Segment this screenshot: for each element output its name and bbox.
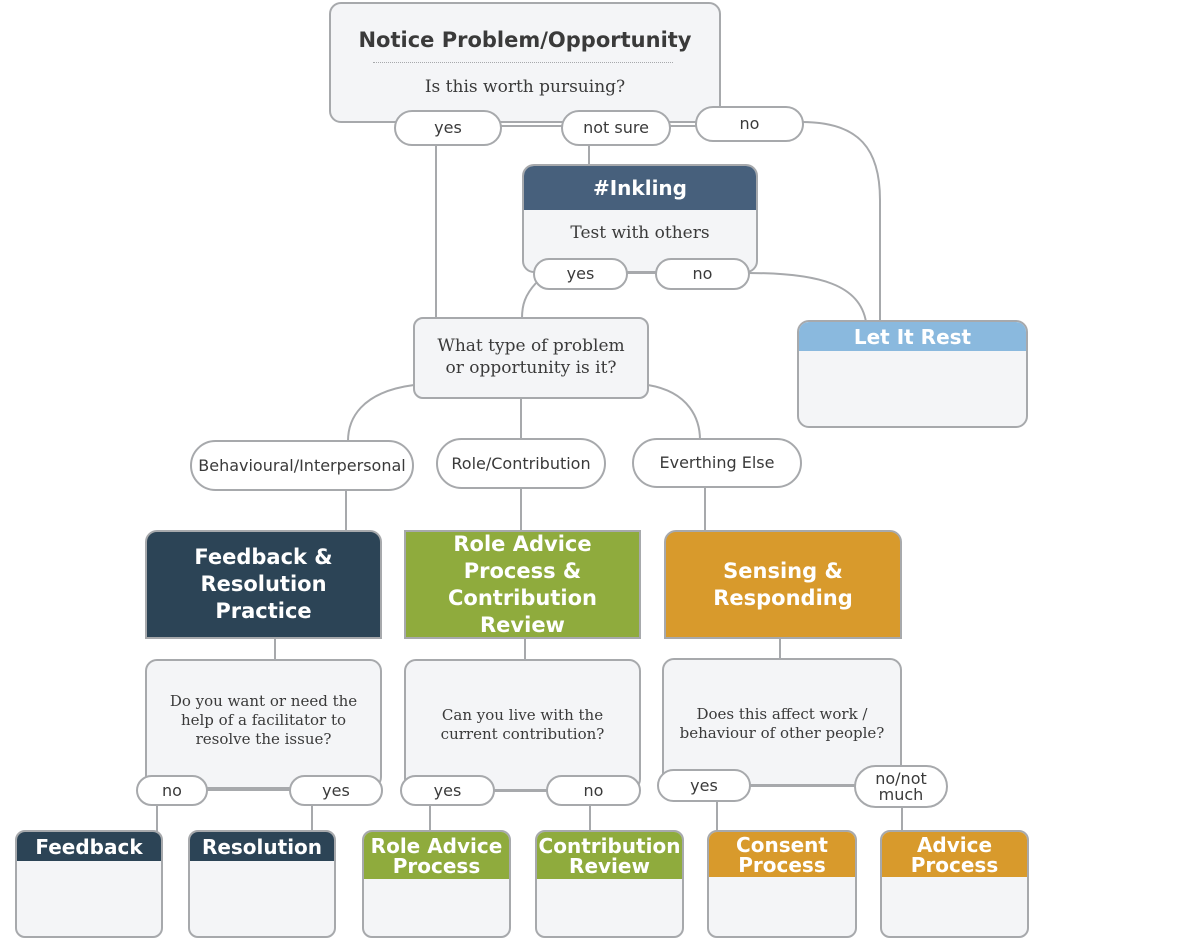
inkling-box: #Inkling Test with others xyxy=(522,164,758,273)
affect-yes-pill[interactable]: yes xyxy=(657,769,751,802)
type-question-box: What type of problem or opportunity is i… xyxy=(413,317,649,399)
livewith-no-pill[interactable]: no xyxy=(546,775,641,806)
feedback-outcome: Feedback xyxy=(15,830,163,938)
affect-q-line2: behaviour of other people? xyxy=(679,724,885,742)
advice-outcome-line2: Process xyxy=(910,852,999,877)
connector-no-to-rest xyxy=(801,121,881,322)
feedback-practice-line2: Resolution xyxy=(200,572,327,596)
advice-outcome-line1: Advice xyxy=(916,832,993,857)
role-advice-outcome-header: Role Advice Process xyxy=(364,832,509,879)
let-it-rest-box: Let It Rest xyxy=(797,320,1028,428)
connector-type-behavioural xyxy=(347,384,415,442)
category-behavioural-pill[interactable]: Behavioural/Interpersonal xyxy=(190,440,414,491)
role-practice-line3: Contribution Review xyxy=(448,585,597,637)
role-advice-outcome-line2: Process xyxy=(392,853,481,878)
feedback-practice-line1: Feedback & xyxy=(194,545,333,569)
role-advice-outcome: Role Advice Process xyxy=(362,830,511,938)
advice-outcome-header: Advice Process xyxy=(882,832,1027,877)
facilitator-q-line1: Do you want or need the xyxy=(169,692,358,710)
facilitator-no-pill[interactable]: no xyxy=(136,775,208,806)
sensing-practice-line2: Responding xyxy=(713,585,853,610)
affect-question-box: Does this affect work / behaviour of oth… xyxy=(662,658,902,786)
type-question-line1: What type of problem xyxy=(437,336,625,356)
advice-outcome: Advice Process xyxy=(880,830,1029,938)
contribution-outcome-line2: Review xyxy=(569,853,650,878)
type-question-line2: or opportunity is it? xyxy=(445,358,617,378)
role-advice-outcome-line1: Role Advice xyxy=(370,833,503,858)
contribution-outcome-line1: Contribution xyxy=(538,833,681,858)
consent-outcome: Consent Process xyxy=(707,830,857,938)
affect-no-line1: no/not xyxy=(875,768,927,788)
inkling-header: #Inkling xyxy=(524,166,756,210)
facilitator-yes-pill[interactable]: yes xyxy=(289,775,383,806)
top-yes-pill[interactable]: yes xyxy=(394,110,502,146)
contribution-outcome-header: Contribution Review xyxy=(537,832,682,879)
consent-outcome-header: Consent Process xyxy=(709,832,855,877)
resolution-outcome-title: Resolution xyxy=(201,834,323,859)
notice-divider xyxy=(373,62,673,63)
livewith-q-line1: Can you live with the xyxy=(441,706,604,724)
inkling-yes-pill[interactable]: yes xyxy=(533,258,628,290)
notice-title: Notice Problem/Opportunity xyxy=(358,28,692,52)
inkling-no-pill[interactable]: no xyxy=(655,258,750,290)
top-not-sure-pill[interactable]: not sure xyxy=(561,110,671,146)
livewith-yes-pill[interactable]: yes xyxy=(400,775,495,806)
facilitator-q-line2: help of a facilitator to xyxy=(180,711,347,729)
role-practice-line2: Process & xyxy=(463,558,582,583)
feedback-outcome-title: Feedback xyxy=(35,834,143,859)
sensing-practice-line1: Sensing & xyxy=(723,558,843,583)
connector-inkling-no xyxy=(747,272,867,323)
feedback-resolution-practice: Feedback & Resolution Practice xyxy=(145,530,382,639)
notice-question: Is this worth pursuing? xyxy=(424,77,626,97)
let-it-rest-header: Let It Rest xyxy=(799,322,1026,351)
livewith-question-box: Can you live with the current contributi… xyxy=(404,659,641,791)
sensing-responding-practice: Sensing & Responding xyxy=(664,530,902,639)
feedback-outcome-header: Feedback xyxy=(17,832,161,861)
inkling-question: Test with others xyxy=(570,223,710,243)
role-advice-practice: Role Advice Process & Contribution Revie… xyxy=(404,530,641,639)
affect-no-not-much-pill[interactable]: no/not much xyxy=(854,765,948,808)
resolution-outcome-header: Resolution xyxy=(190,832,334,861)
consent-outcome-line1: Consent xyxy=(736,832,828,857)
category-role-pill[interactable]: Role/Contribution xyxy=(436,438,606,489)
resolution-outcome: Resolution xyxy=(188,830,336,938)
top-no-pill[interactable]: no xyxy=(695,106,804,142)
livewith-q-line2: current contribution? xyxy=(440,725,605,743)
contribution-outcome: Contribution Review xyxy=(535,830,684,938)
affect-q-line1: Does this affect work / xyxy=(696,705,868,723)
category-else-pill[interactable]: Everthing Else xyxy=(632,438,802,488)
consent-outcome-line2: Process xyxy=(738,852,826,877)
role-practice-line1: Role Advice xyxy=(453,531,592,556)
connector-inkling-yes xyxy=(521,282,537,319)
facilitator-question-box: Do you want or need the help of a facili… xyxy=(145,659,382,789)
affect-no-line2: much xyxy=(878,784,924,804)
feedback-practice-line3: Practice xyxy=(215,599,312,623)
connector-type-else xyxy=(647,384,701,441)
facilitator-q-line3: resolve the issue? xyxy=(195,730,332,748)
notice-box: Notice Problem/Opportunity Is this worth… xyxy=(329,2,721,123)
